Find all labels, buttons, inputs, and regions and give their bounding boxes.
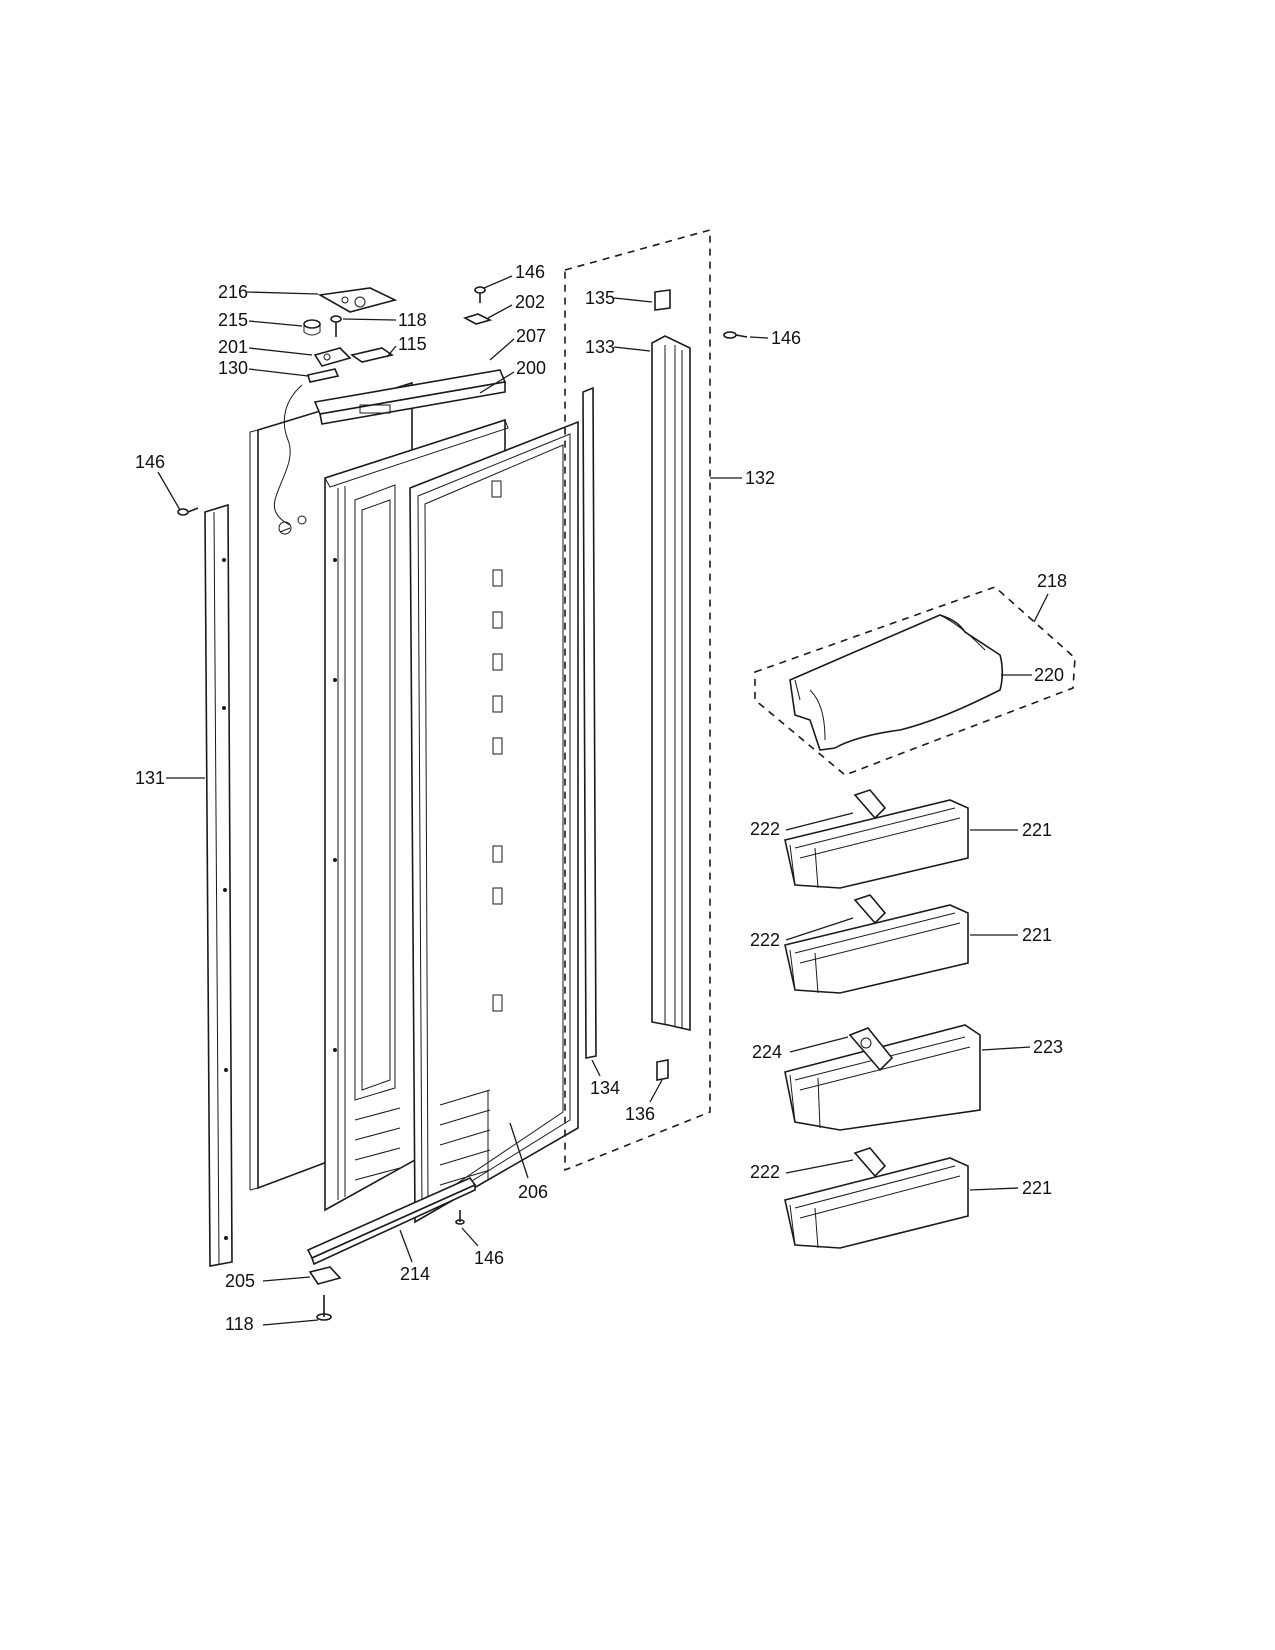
ground-wire-130 [273, 384, 307, 535]
label-146-left: 146 [135, 452, 165, 472]
door-bin-223 [784, 1024, 981, 1131]
handle-trim-131 [204, 503, 233, 1267]
label-146-top: 146 [515, 262, 545, 282]
shelf-cover-assembly-outline [754, 586, 1076, 776]
label-133: 133 [585, 337, 615, 357]
label-220: 220 [1034, 665, 1064, 685]
mullion-133 [651, 335, 691, 1032]
label-223: 223 [1033, 1037, 1063, 1057]
clip-136 [656, 1059, 669, 1081]
top-right-small-parts [177, 286, 748, 516]
label-118-bottom: 118 [225, 1314, 254, 1334]
label-146-right: 146 [771, 328, 801, 348]
door-gasket-206 [409, 420, 579, 1224]
label-136: 136 [625, 1104, 655, 1124]
label-132: 132 [745, 468, 775, 488]
label-214: 214 [400, 1264, 430, 1284]
label-130: 130 [218, 358, 248, 378]
label-131: 131 [135, 768, 165, 788]
door-bin-2 [784, 894, 969, 994]
label-202: 202 [515, 292, 545, 312]
door-bin-1 [784, 789, 969, 889]
label-221-1: 221 [1022, 820, 1052, 840]
bottom-hinge-parts [306, 1177, 477, 1321]
part-labels: 216 215 201 130 118 115 146 202 207 200 … [135, 262, 1067, 1334]
label-146-bottom: 146 [474, 1248, 504, 1268]
mullion-assembly-outline [564, 228, 711, 1172]
label-206: 206 [518, 1182, 548, 1202]
clip-135 [654, 289, 671, 311]
label-224: 224 [752, 1042, 782, 1062]
label-215: 215 [218, 310, 248, 330]
label-222-2: 222 [750, 930, 780, 950]
shelf-cover-220 [789, 614, 1004, 751]
label-118-top: 118 [398, 310, 427, 330]
label-201: 201 [218, 337, 248, 357]
label-221-2: 221 [1022, 925, 1052, 945]
label-222-1: 222 [750, 819, 780, 839]
top-cap-207 [313, 369, 507, 425]
label-135: 135 [585, 288, 615, 308]
door-bin-3 [784, 1147, 969, 1249]
top-hinge-parts [303, 287, 398, 383]
label-221-3: 221 [1022, 1178, 1052, 1198]
label-222-3: 222 [750, 1162, 780, 1182]
label-216: 216 [218, 282, 248, 302]
label-207: 207 [516, 326, 546, 346]
flapper-134 [582, 386, 597, 1059]
leader-lines [157, 275, 1049, 1326]
label-205: 205 [225, 1271, 255, 1291]
label-218: 218 [1037, 571, 1067, 591]
label-200: 200 [516, 358, 546, 378]
label-115: 115 [398, 334, 427, 354]
label-134: 134 [590, 1078, 620, 1098]
